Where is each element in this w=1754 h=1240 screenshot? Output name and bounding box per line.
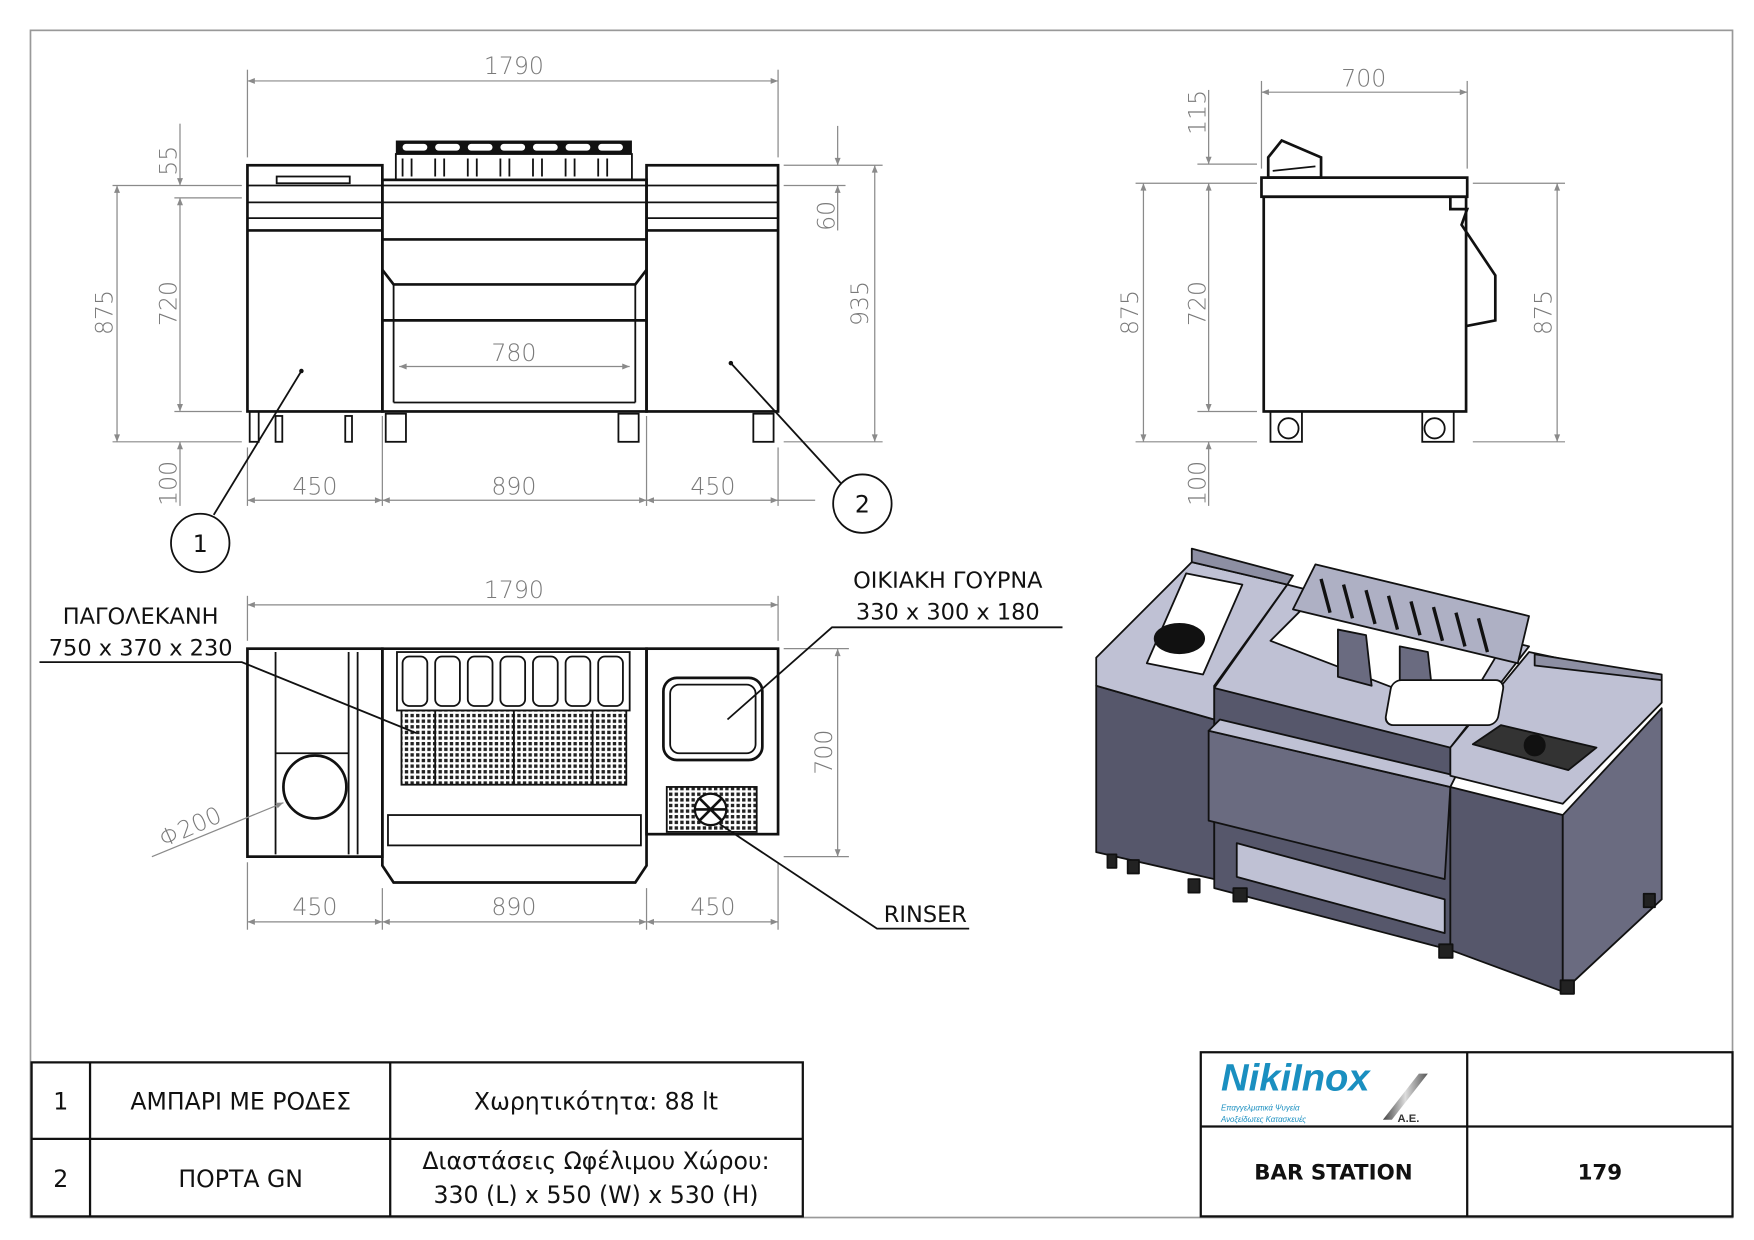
sink-basin xyxy=(662,676,764,762)
dim-depth-700: 700 xyxy=(1341,65,1386,93)
dim-right-450: 450 xyxy=(690,473,735,501)
company-logo: NikiInox Επαγγελματικά Ψυγεία Ανοξείδωτε… xyxy=(1220,1056,1428,1125)
callout-2-label: 2 xyxy=(855,491,870,519)
part-name: ΑΜΠΑΡΙ ΜΕ ΡΟΔΕΣ xyxy=(130,1088,351,1116)
dim-top-right-450: 450 xyxy=(690,893,735,921)
dim-100: 100 xyxy=(155,461,183,506)
ice-bin-label: ΠΑΓΟΛΕΚΑΝΗ xyxy=(63,604,219,630)
svg-text:A.E.: A.E. xyxy=(1398,1113,1420,1125)
svg-text:NikiInox: NikiInox xyxy=(1221,1056,1371,1099)
dim-720: 720 xyxy=(155,281,183,326)
side-view: 700 115 720 875 100 875 xyxy=(1116,65,1566,506)
dim-side-875-right: 875 xyxy=(1530,290,1558,335)
sink-size: 330 x 300 x 180 xyxy=(856,599,1040,625)
svg-text:Ανοξείδωτες Κατασκευές: Ανοξείδωτες Κατασκευές xyxy=(1220,1115,1306,1124)
dim-875: 875 xyxy=(91,290,119,335)
parts-table: 1 ΑΜΠΑΡΙ ΜΕ ΡΟΔΕΣ Χωρητικότητα: 88 lt 2 … xyxy=(30,1061,804,1218)
sink-label: ΟΙΚΙΑΚΗ ΓΟΥΡΝΑ xyxy=(853,568,1043,594)
sheet-border xyxy=(29,29,1734,1219)
callout-1-label: 1 xyxy=(193,530,208,558)
callout-2 xyxy=(832,473,893,534)
part-description-line1: Διαστάσεις Ωφέλιμου Χώρου: xyxy=(422,1147,769,1175)
callout-1 xyxy=(170,512,231,574)
dim-top-width-1790: 1790 xyxy=(484,576,544,604)
dim-center-890: 890 xyxy=(491,473,536,501)
dim-side-100: 100 xyxy=(1183,461,1211,506)
dim-top-center-890: 890 xyxy=(491,893,536,921)
dim-55: 55 xyxy=(155,146,183,176)
dim-935: 935 xyxy=(846,281,874,326)
rinser-label: RINSER xyxy=(884,902,967,928)
dim-side-720: 720 xyxy=(1183,281,1211,326)
table-row: 1 ΑΜΠΑΡΙ ΜΕ ΡΟΔΕΣ Χωρητικότητα: 88 lt xyxy=(53,1088,718,1116)
dim-left-450: 450 xyxy=(292,473,337,501)
waste-hole xyxy=(282,754,348,820)
dim-115: 115 xyxy=(1183,90,1211,135)
dim-top-depth-700: 700 xyxy=(810,730,838,775)
part-description-line2: 330 (L) x 550 (W) x 530 (H) xyxy=(433,1181,758,1209)
svg-text:Επαγγελματικά Ψυγεία: Επαγγελματικά Ψυγεία xyxy=(1221,1104,1300,1113)
ice-bin-size: 750 x 370 x 230 xyxy=(49,635,233,661)
dim-overall-width: 1790 xyxy=(484,52,544,80)
row-number: 1 xyxy=(53,1088,68,1116)
top-view: 1790 700 450 890 450 Φ200 ΠΑΓΟΛΕΚΑΝΗ 750… xyxy=(39,568,1063,930)
title-block: NikiInox Επαγγελματικά Ψυγεία Ανοξείδωτε… xyxy=(1199,1051,1734,1218)
table-row: 2 ΠΟΡΤΑ GN Διαστάσεις Ωφέλιμου Χώρου: 33… xyxy=(53,1147,769,1209)
dim-60: 60 xyxy=(812,201,840,231)
row-number: 2 xyxy=(53,1165,68,1193)
dim-780: 780 xyxy=(491,339,536,367)
front-view: 1790 55 720 875 100 60 935 780 450 890 4… xyxy=(91,52,893,574)
dim-side-875-left: 875 xyxy=(1116,290,1144,335)
dim-top-left-450: 450 xyxy=(292,893,337,921)
part-description: Χωρητικότητα: 88 lt xyxy=(474,1088,718,1116)
drawing-number: 179 xyxy=(1578,1160,1623,1185)
part-name: ΠΟΡΤΑ GN xyxy=(178,1165,303,1193)
dim-diameter-200: Φ200 xyxy=(155,801,226,853)
isometric-view xyxy=(1095,547,1663,995)
product-name: BAR STATION xyxy=(1254,1160,1412,1185)
